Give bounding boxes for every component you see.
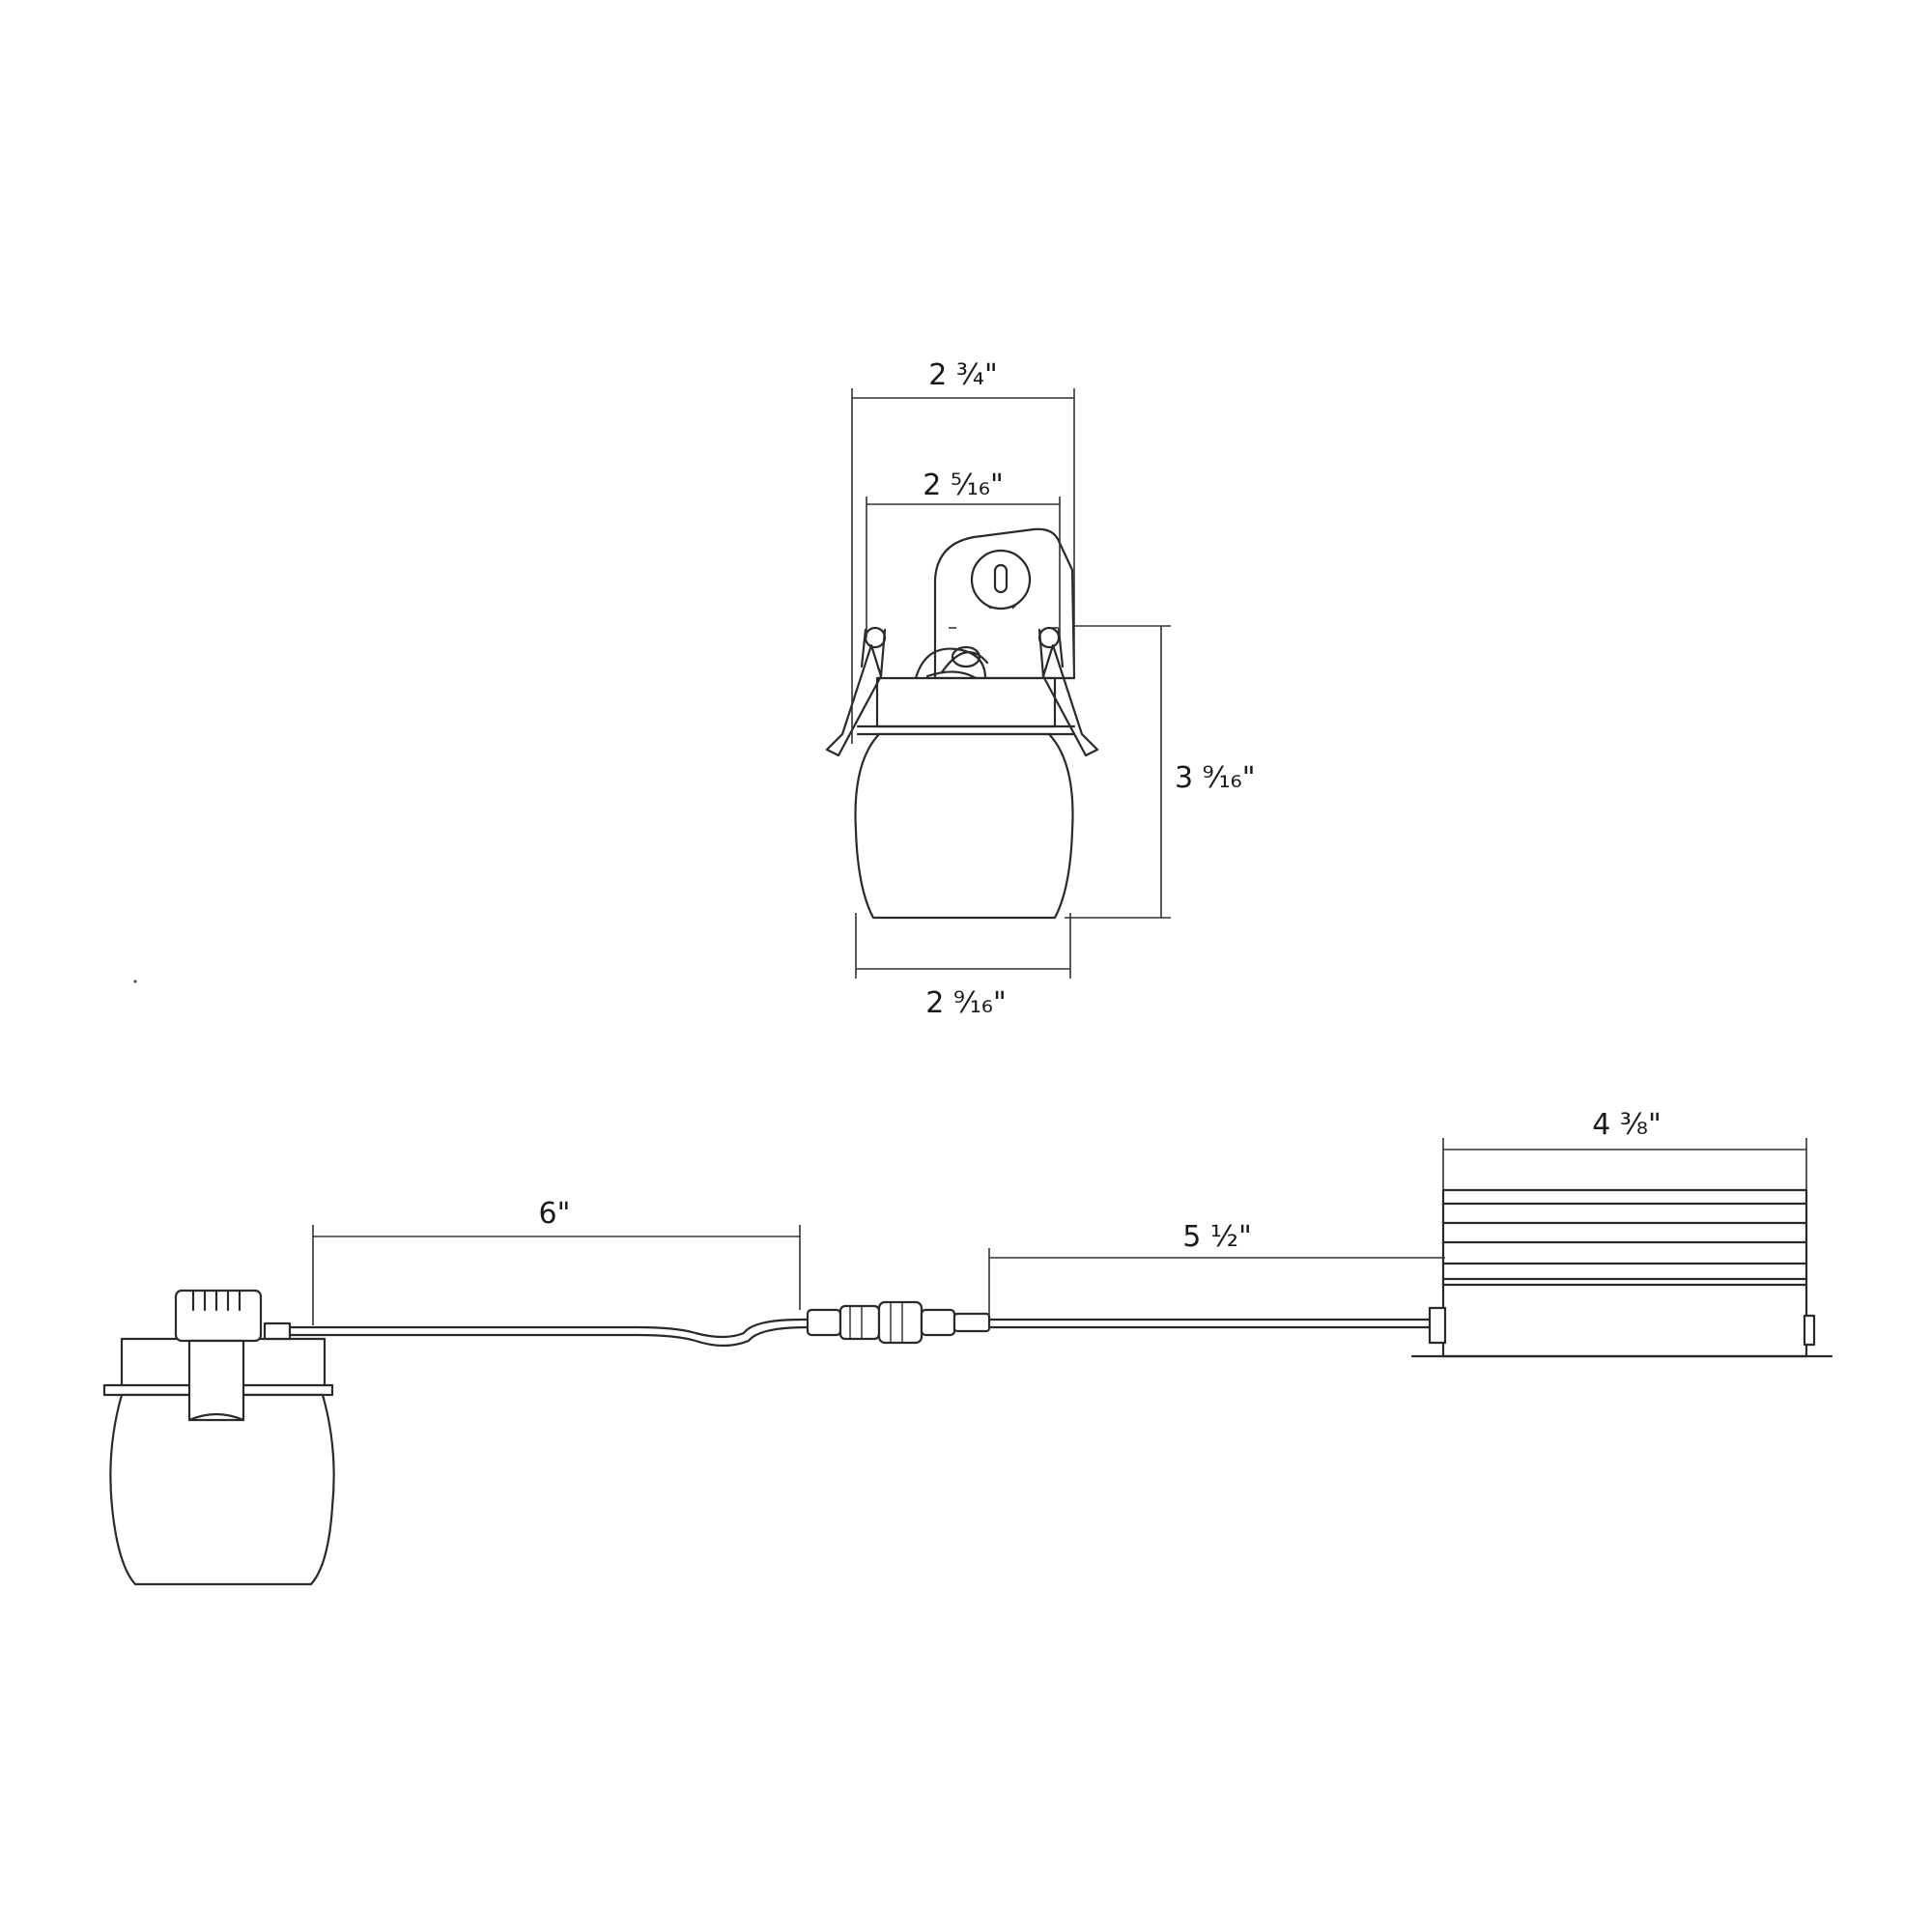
- dimension-label-bottom: 2 ⁹⁄₁₆": [925, 986, 1007, 1020]
- dimension-label-cable-left: 6": [539, 1197, 571, 1231]
- side-clip: [187, 1339, 245, 1422]
- dimension-cable-right: 5 ½": [988, 1220, 1445, 1316]
- bracket-tabs: [949, 600, 1059, 629]
- bracket-hole: [970, 549, 1032, 611]
- cable-left: [288, 1318, 810, 1339]
- front-elevation-view: [825, 527, 1099, 920]
- bracket-slot: [993, 563, 1009, 594]
- dimension-label-top-inner: 2 ⁵⁄₁₆": [923, 469, 1004, 502]
- lamp-trim: [854, 732, 1074, 920]
- dimension-label-height: 3 ⁹⁄₁₆": [1175, 761, 1256, 795]
- cable-strain-relief: [263, 1321, 292, 1341]
- dimension-top-inner: 2 ⁵⁄₁₆": [866, 469, 1061, 638]
- dimension-label-driver: 4 ⅜": [1592, 1108, 1662, 1142]
- junction-box: [174, 1289, 263, 1343]
- left-torsion-spring: [825, 626, 887, 757]
- dimension-label-top-outer: 2 ¾": [928, 358, 998, 392]
- dimension-label-cable-right: 5 ½": [1182, 1220, 1252, 1254]
- dimension-bottom: 2 ⁹⁄₁₆": [855, 913, 1071, 1020]
- driver-box: [1410, 1188, 1833, 1358]
- junction-box-ribs: [191, 1289, 242, 1312]
- dimension-cable-left: 6": [312, 1197, 801, 1325]
- dimension-top-outer: 2 ¾": [851, 358, 1075, 744]
- housing-box: [875, 676, 1057, 728]
- dimension-driver: 4 ⅜": [1442, 1108, 1807, 1190]
- cable-connector: [806, 1300, 991, 1345]
- fixture-lamp: [109, 1393, 335, 1586]
- stray-mark: [133, 980, 137, 983]
- side-elevation-view: [102, 1188, 1833, 1586]
- dimension-height: 3 ⁹⁄₁₆": [1065, 625, 1256, 919]
